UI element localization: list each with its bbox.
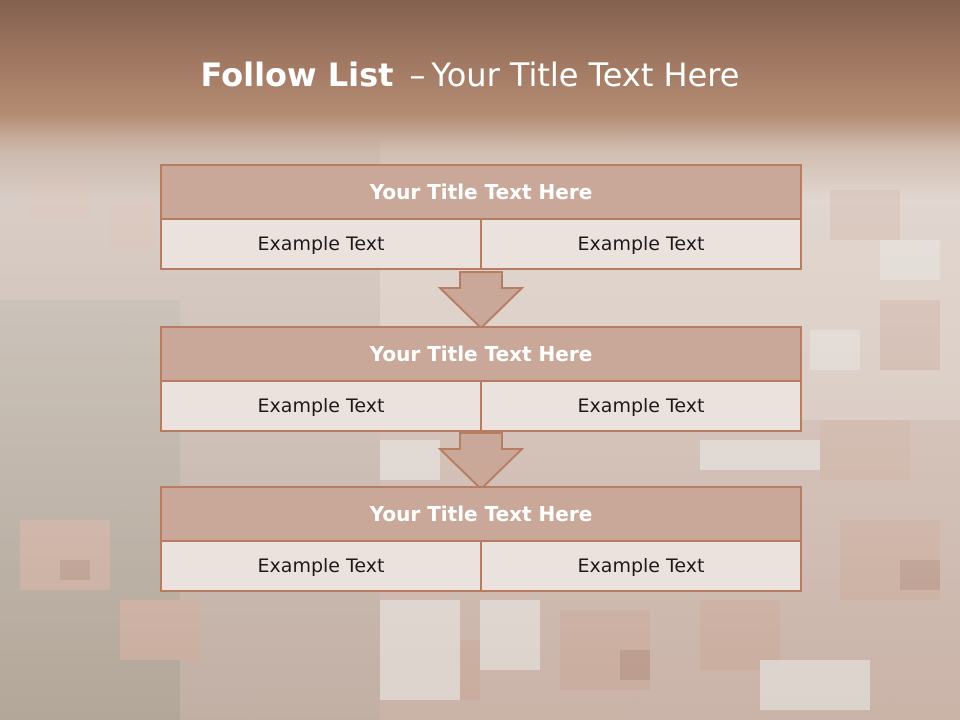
title-rest: Your Title Text Here: [431, 56, 740, 94]
block-row: Example Text Example Text: [160, 220, 802, 270]
slide-title: Follow List–Your Title Text Here: [0, 52, 940, 98]
flow-block-2: Your Title Text Here Example Text Exampl…: [160, 326, 802, 432]
block-cell-right: Example Text: [480, 382, 802, 432]
block-cell-left: Example Text: [160, 542, 482, 592]
block-cell-left: Example Text: [160, 220, 482, 270]
block-cell-left: Example Text: [160, 382, 482, 432]
down-arrow-icon: [438, 432, 524, 491]
block-cell-right: Example Text: [480, 220, 802, 270]
down-arrow-icon: [438, 271, 524, 330]
flow-block-1: Your Title Text Here Example Text Exampl…: [160, 164, 802, 270]
block-cell-right: Example Text: [480, 542, 802, 592]
block-row: Example Text Example Text: [160, 542, 802, 592]
block-heading: Your Title Text Here: [160, 326, 802, 382]
block-row: Example Text Example Text: [160, 382, 802, 432]
block-heading: Your Title Text Here: [160, 486, 802, 542]
block-heading: Your Title Text Here: [160, 164, 802, 220]
title-separator: –: [409, 56, 426, 94]
flow-block-3: Your Title Text Here Example Text Exampl…: [160, 486, 802, 592]
title-bold: Follow List: [200, 56, 394, 94]
